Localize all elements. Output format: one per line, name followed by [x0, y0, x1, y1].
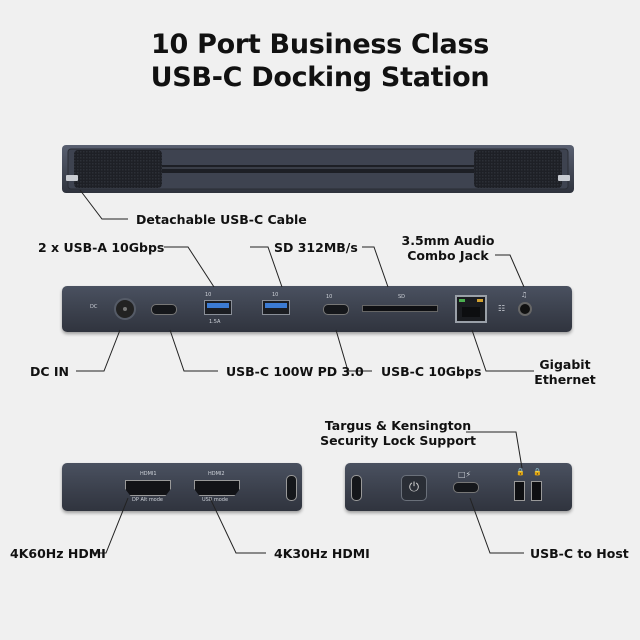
top-view-device [62, 145, 574, 193]
sd-label: SD [398, 294, 406, 300]
page-title-line-1: 10 Port Business Class [151, 29, 489, 60]
hdmi-side-panel: HDMI1 DP Alt mode HDMI2 USB mode [62, 463, 302, 511]
dc-label: DC [90, 304, 98, 310]
label-usb-c-10gbps: USB-C 10Gbps [381, 364, 482, 379]
label-audio-line-1: 3.5mm Audio [401, 233, 495, 248]
hdmi1-label: HDMI1 [140, 471, 157, 477]
security-lock-slot-1 [514, 481, 525, 501]
usb-c-10-speed: 10 [326, 294, 333, 300]
label-hdmi-4k30: 4K30Hz HDMI [274, 546, 370, 561]
label-sd: SD 312MB/s [274, 240, 358, 255]
headphone-icon: ♫ [521, 291, 528, 299]
sd-card-slot [362, 305, 438, 312]
lock-icon-2: 🔒 [533, 468, 542, 476]
security-lock-slot-2 [531, 481, 542, 501]
usb-c-host-port [453, 482, 479, 493]
usb-a-2-speed: 10 [272, 292, 279, 298]
hdmi1-mode: DP Alt mode [132, 497, 163, 503]
usb-c-pd-port [151, 304, 177, 315]
ethernet-port [455, 295, 487, 323]
label-ethernet-line-1: Gigabit [539, 357, 591, 372]
laptop-charge-icon: □⚡ [458, 470, 472, 479]
usb-c-side-port [286, 475, 297, 501]
top-view-illustration [62, 145, 574, 193]
hdmi1-port [125, 480, 171, 496]
usb-a-port-1 [204, 300, 232, 315]
usb-a-1-speed: 10 [205, 292, 212, 298]
usb-a-port-2 [262, 300, 290, 315]
hdmi2-mode: USB mode [202, 497, 229, 503]
ethernet-icon: ☷ [498, 304, 506, 313]
label-lock-line-2: Security Lock Support [320, 433, 476, 448]
label-lock-line-1: Targus & Kensington [324, 418, 472, 433]
dc-in-port [114, 298, 136, 320]
label-dc-in: DC IN [30, 364, 70, 379]
usb-c-side-port-2 [351, 475, 362, 501]
label-usb-a: 2 x USB-A 10Gbps [38, 240, 165, 255]
audio-jack-port [518, 302, 532, 316]
label-audio-line-2: Combo Jack [407, 248, 489, 263]
power-button[interactable]: ⏻ [401, 475, 427, 501]
label-detachable-cable: Detachable USB-C Cable [136, 212, 307, 227]
label-hdmi-4k60: 4K60Hz HDMI [10, 546, 106, 561]
usb-c-10gbps-port [323, 304, 349, 315]
lock-icon-1: 🔒 [516, 468, 525, 476]
label-ethernet-line-2: Ethernet [534, 372, 596, 387]
hdmi2-label: HDMI2 [208, 471, 225, 477]
label-usb-c-host: USB-C to Host [530, 546, 629, 561]
host-side-panel: ⏻ □⚡ 🔒 🔒 [345, 463, 572, 511]
page-title-line-2: USB-C Docking Station [150, 62, 490, 93]
usb-a-1-current: 1.5A [209, 319, 221, 325]
hdmi2-port [194, 480, 240, 496]
label-usb-c-pd: USB-C 100W PD 3.0 [226, 364, 364, 379]
front-port-panel: DC 10 1.5A 10 10 SD ☷ ♫ [62, 286, 572, 332]
